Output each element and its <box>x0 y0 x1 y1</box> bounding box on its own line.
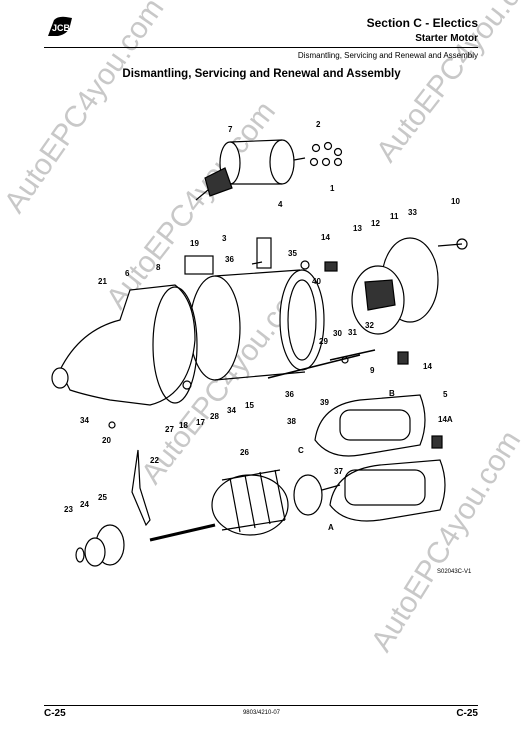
callout: 8 <box>156 263 161 272</box>
page-number-left: C-25 <box>44 708 66 719</box>
armature <box>149 469 341 542</box>
callout: 30 <box>333 329 342 338</box>
callout: 31 <box>348 328 357 337</box>
callout: 39 <box>320 398 329 407</box>
callout: 18 <box>179 421 188 430</box>
commutator-end-bracket <box>351 237 468 335</box>
callout: 11 <box>390 212 399 221</box>
callout: 21 <box>98 277 107 286</box>
yoke <box>189 269 325 381</box>
callout: 38 <box>287 417 296 426</box>
callout: A <box>328 523 334 532</box>
callout: 3 <box>222 234 227 243</box>
callout: B <box>389 389 395 398</box>
callout: 1 <box>330 184 335 193</box>
callout: 2 <box>316 120 321 129</box>
callout: 35 <box>288 249 297 258</box>
footer-divider <box>44 705 478 706</box>
callout: 4 <box>278 200 283 209</box>
callout: 14A <box>438 415 453 424</box>
brush-spring-set <box>184 255 214 275</box>
callout: 33 <box>408 208 417 217</box>
callout: 34 <box>227 406 236 415</box>
callout: 27 <box>165 425 174 434</box>
logo-text: JCB <box>52 23 71 33</box>
callout: 17 <box>196 418 205 427</box>
callout: 34 <box>80 416 89 425</box>
callout: 22 <box>150 456 159 465</box>
callout: 19 <box>190 239 199 248</box>
callout: 24 <box>80 500 89 509</box>
page-number-right: C-25 <box>456 708 478 719</box>
field-coils <box>314 394 446 522</box>
solenoid <box>195 139 306 201</box>
callout: 23 <box>64 505 73 514</box>
drive-end-housing <box>51 284 198 406</box>
section-subtitle: Starter Motor <box>415 33 478 44</box>
callout: 36 <box>285 390 294 399</box>
callout: 6 <box>125 269 130 278</box>
callout: 20 <box>102 436 111 445</box>
callout: 29 <box>319 337 328 346</box>
jcb-logo: JCB <box>48 16 72 36</box>
callout: 15 <box>245 401 254 410</box>
callout: 40 <box>312 277 321 286</box>
pinion-assembly <box>75 524 125 567</box>
section-title: Section C - Electics <box>366 16 478 30</box>
callout: 14 <box>321 233 330 242</box>
callout: 5 <box>443 390 448 399</box>
callout: 37 <box>334 467 343 476</box>
callout: 7 <box>228 125 233 134</box>
callout: 26 <box>240 448 249 457</box>
page-heading: Dismantling, Servicing and Renewal and A… <box>122 68 401 80</box>
document-number: 9803/4210-07 <box>242 710 281 716</box>
callout: 25 <box>98 493 107 502</box>
figure-reference: S02043C-V1 <box>437 569 472 575</box>
nut-set <box>309 141 343 167</box>
callout: 32 <box>365 321 374 330</box>
callout: 12 <box>371 219 380 228</box>
breadcrumb: Dismantling, Servicing and Renewal and A… <box>297 51 478 60</box>
callout: C <box>298 446 304 455</box>
callout: 13 <box>353 224 362 233</box>
header-divider <box>44 47 478 48</box>
callout: 28 <box>210 412 219 421</box>
callout: 14 <box>423 362 432 371</box>
callout: 36 <box>225 255 234 264</box>
callout: 9 <box>370 366 375 375</box>
drive-lever <box>131 449 151 527</box>
callout: 10 <box>451 197 460 206</box>
